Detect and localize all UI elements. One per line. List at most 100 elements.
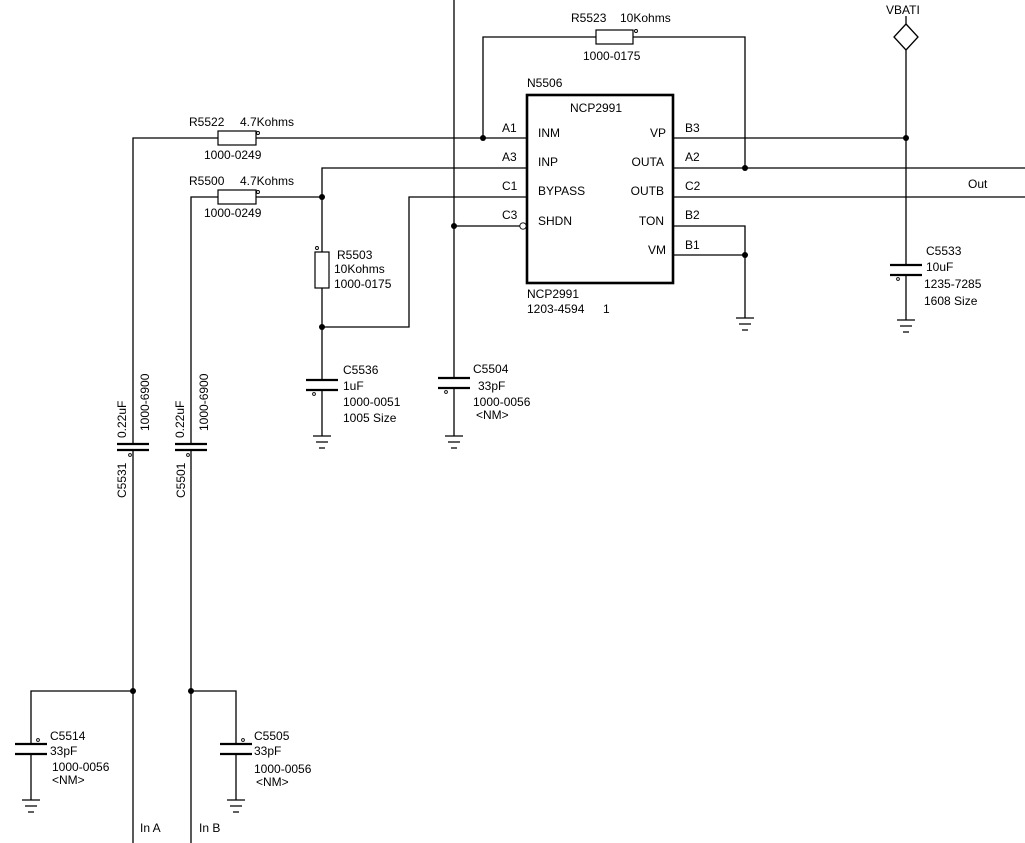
ic-body: [525, 93, 675, 285]
capacitor-note: 1608 Size: [924, 294, 978, 308]
pin-number-b3: B3: [685, 121, 700, 135]
wires: [30, 0, 1025, 843]
resistor-value: 10Kohms: [334, 262, 385, 276]
capacitor-c5504: C5504 33pF 1000-0056 <NM>: [438, 362, 531, 422]
capacitor-c5505: C5505 33pF 1000-0056 <NM>: [220, 729, 312, 789]
pin-name-outa: OUTA: [632, 155, 664, 169]
capacitor-value: 0.22uF: [115, 401, 129, 438]
pin1-marker: [186, 453, 190, 457]
resistor-part: 1000-0249: [204, 206, 262, 220]
resistor-value: 10Kohms: [620, 11, 671, 25]
resistor-part: 1000-0175: [334, 277, 392, 291]
junction-dot: [130, 688, 136, 694]
in-b-net-label: In B: [199, 821, 220, 835]
pin-name-shdn: SHDN: [538, 214, 572, 228]
pin-number-c3: C3: [502, 208, 518, 222]
pin1-marker: [634, 29, 638, 33]
ic-ncp2991: N5506 NCP2991 A1 INM A3 INP C1 BYPASS C3…: [502, 76, 701, 316]
capacitor-value: 33pF: [478, 379, 505, 393]
pin-number-c2: C2: [685, 179, 701, 193]
resistor-r5522: R5522 4.7Kohms 1000-0249: [189, 115, 294, 162]
pin-number-a1: A1: [502, 121, 517, 135]
pin-name-outb: OUTB: [631, 184, 664, 198]
pin1-marker: [256, 190, 260, 194]
junction-dot: [742, 252, 748, 258]
resistor-ref: R5503: [337, 248, 373, 262]
junction-dot: [903, 135, 909, 141]
ic-part-number: 1203-4594: [527, 302, 585, 316]
capacitor-value: 1uF: [343, 379, 364, 393]
pin1-marker: [444, 390, 448, 394]
resistor-body: [217, 130, 257, 146]
ground-symbol: [22, 799, 40, 813]
capacitor-part: 1235-7285: [924, 277, 982, 291]
pin-number-a2: A2: [685, 150, 700, 164]
resistor-value: 4.7Kohms: [240, 115, 294, 129]
capacitor-c5501: C5501 0.22uF 1000-6900: [173, 373, 211, 498]
pin1-marker: [241, 738, 245, 742]
junction-dot: [319, 324, 325, 330]
capacitor-part: 1000-0051: [343, 395, 401, 409]
capacitor-part: 1000-0056: [254, 762, 312, 776]
junction-dot: [742, 165, 748, 171]
out-net-label: Out: [968, 177, 988, 191]
in-a-net-label: In A: [140, 821, 161, 835]
junction-dot: [451, 223, 457, 229]
capacitor-part: 1000-6900: [138, 373, 152, 431]
capacitor-note: <NM>: [256, 775, 289, 789]
junctions: [130, 135, 909, 694]
capacitor-ref: C5531: [115, 462, 129, 498]
ic-name: NCP2991: [570, 101, 622, 115]
ic-ref: N5506: [527, 76, 563, 90]
resistor-part: 1000-0249: [204, 148, 262, 162]
capacitor-note: 1005 Size: [343, 411, 397, 425]
capacitor-note: <NM>: [476, 408, 509, 422]
pin-number-b1: B1: [685, 238, 700, 252]
junction-dot: [480, 135, 486, 141]
junction-dot: [319, 194, 325, 200]
vbat-label: VBATI: [886, 3, 920, 17]
ground-symbol: [897, 319, 915, 333]
capacitor-part: 1000-6900: [197, 373, 211, 431]
pin1-marker: [256, 131, 260, 135]
pin-name-inm: INM: [538, 126, 560, 140]
capacitor-ref: C5505: [254, 729, 290, 743]
capacitor-value: 0.22uF: [173, 401, 187, 438]
capacitor-note: <NM>: [52, 773, 85, 787]
resistor-ref: R5500: [189, 174, 225, 188]
ic-part-name: NCP2991: [527, 287, 579, 301]
capacitor-c5531: C5531 0.22uF 1000-6900: [115, 373, 152, 498]
pin1-marker: [315, 246, 319, 250]
junction-dot: [188, 688, 194, 694]
resistor-r5523: R5523 10Kohms 1000-0175: [571, 11, 671, 63]
resistor-ref: R5523: [571, 11, 607, 25]
resistor-r5500: R5500 4.7Kohms 1000-0249: [189, 174, 294, 220]
capacitor-value: 33pF: [50, 744, 77, 758]
pin-number-b2: B2: [685, 208, 700, 222]
pin-number-c1: C1: [502, 179, 518, 193]
capacitor-ref: C5536: [343, 363, 379, 377]
capacitor-ref: C5504: [473, 362, 509, 376]
capacitor-c5536: C5536 1uF 1000-0051 1005 Size: [306, 363, 401, 425]
shdn-inversion-bubble: [519, 222, 527, 230]
capacitor-value: 10uF: [926, 260, 953, 274]
pin1-marker: [36, 738, 40, 742]
resistor-body: [595, 29, 634, 45]
capacitor-c5514: C5514 33pF 1000-0056 <NM>: [15, 729, 110, 787]
resistor-part: 1000-0175: [583, 49, 641, 63]
capacitor-value: 33pF: [254, 744, 281, 758]
ground-symbol: [445, 435, 463, 449]
resistor-value: 4.7Kohms: [240, 174, 294, 188]
pin-name-vm: VM: [648, 243, 666, 257]
pin1-marker: [312, 392, 316, 396]
capacitor-ref: C5501: [174, 462, 188, 498]
pin-name-ton: TON: [639, 214, 664, 228]
pin-number-a3: A3: [502, 150, 517, 164]
capacitor-part: 1000-0056: [473, 395, 531, 409]
vbat-power-port: VBATI: [886, 3, 920, 51]
capacitor-ref: C5514: [50, 729, 86, 743]
diamond-icon: [893, 23, 919, 51]
pin-name-bypass: BYPASS: [538, 184, 585, 198]
capacitor-ref: C5533: [926, 244, 962, 258]
